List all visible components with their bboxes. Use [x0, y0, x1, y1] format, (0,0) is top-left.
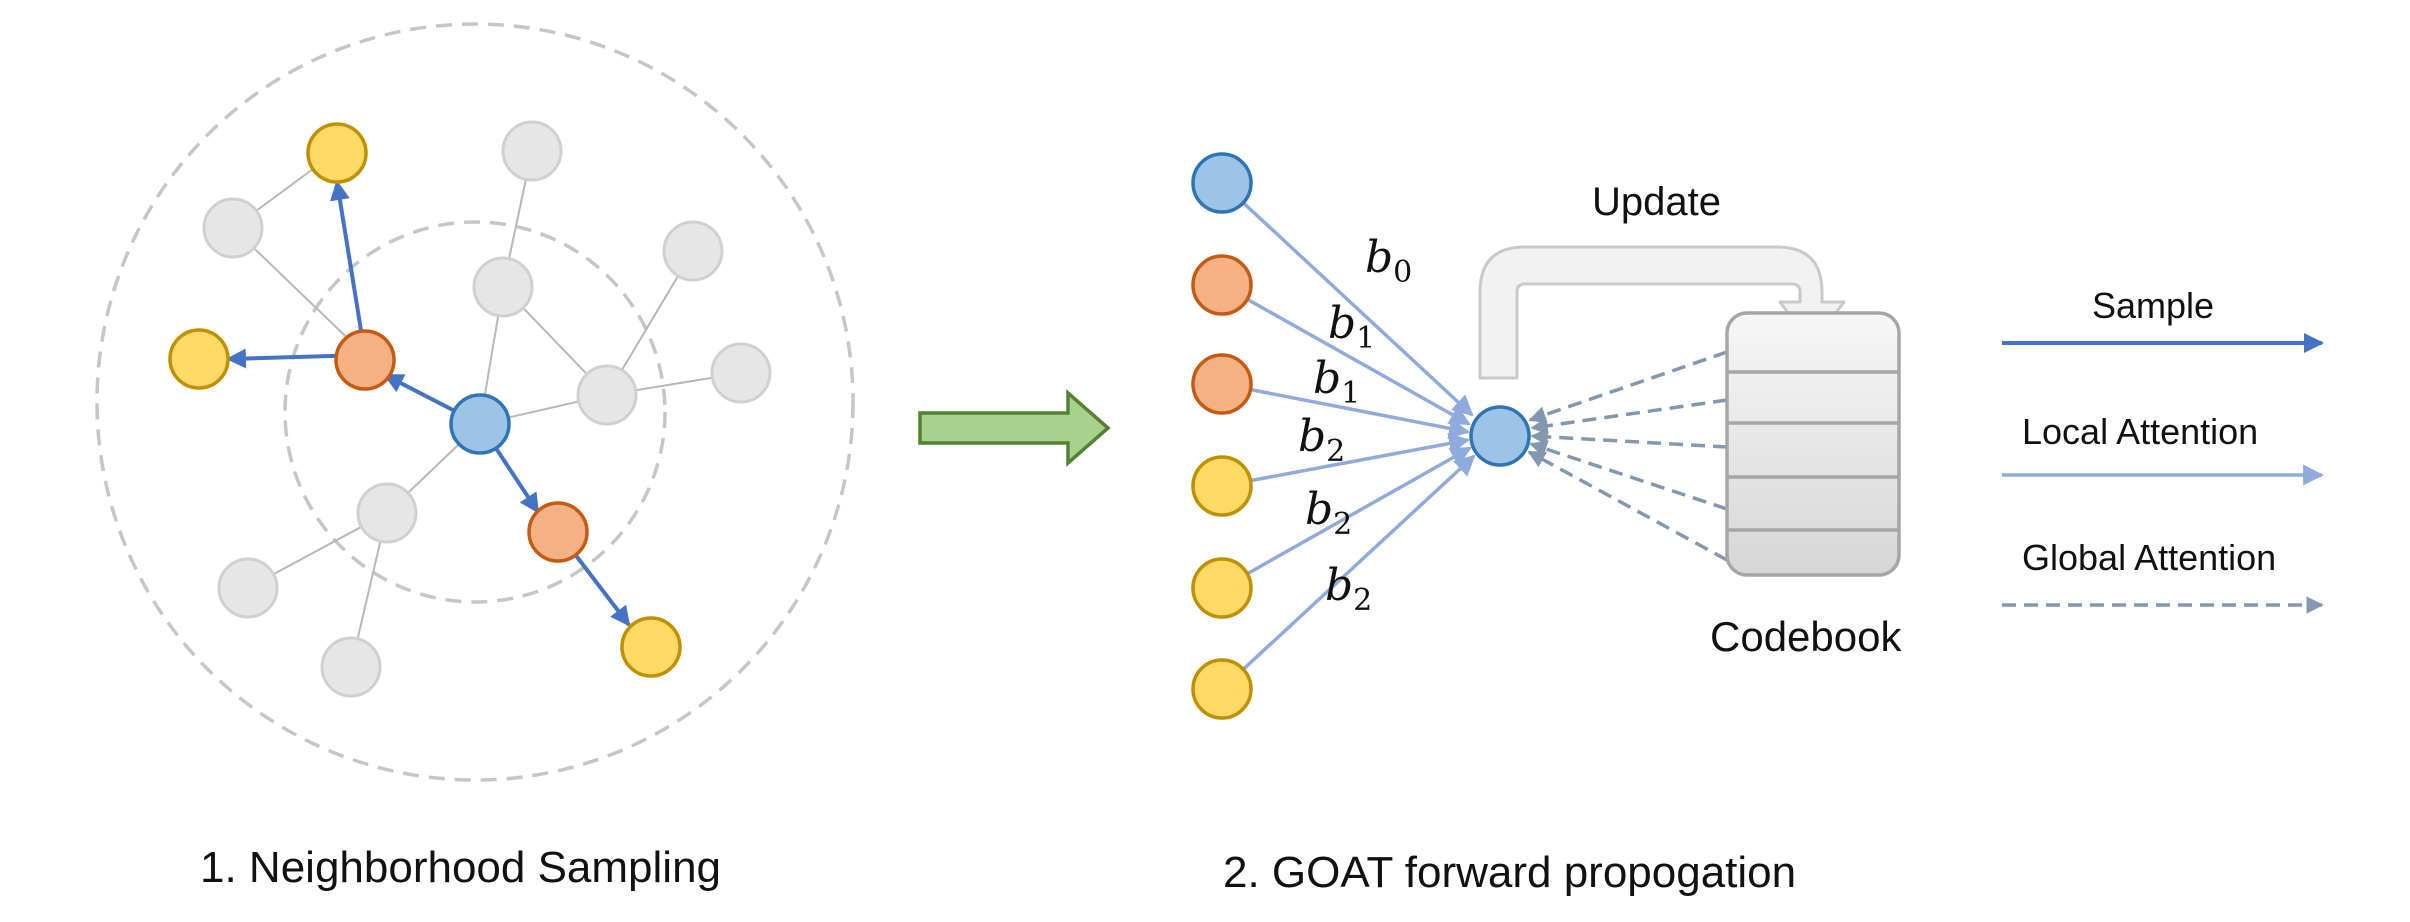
unsampled-node	[217, 557, 279, 619]
hop2-node	[1191, 455, 1253, 517]
global-attention-arrow	[1527, 450, 1728, 562]
neighborhood-sampling-panel: 1. Neighborhood Sampling	[95, 22, 855, 892]
transition-arrow	[918, 389, 1111, 467]
local-attention-arrow	[1220, 454, 1476, 691]
local-attention-arrow	[1220, 181, 1474, 417]
unsampled-node	[662, 220, 724, 282]
center-copy-node	[1191, 152, 1253, 214]
hop2-node	[620, 616, 682, 678]
panel1-caption: 1. Neighborhood Sampling	[200, 843, 721, 892]
hop2-node	[1191, 658, 1253, 720]
one-hop-boundary-circle	[283, 220, 667, 604]
edge-weight-label: b0	[1365, 232, 1412, 290]
center-node	[449, 393, 511, 455]
local-attention-arrow	[1221, 446, 1472, 590]
unsampled-node	[320, 636, 382, 698]
hop1-node	[1191, 254, 1253, 316]
legend-sample-label: Sample	[2092, 285, 2214, 326]
hop1-node	[334, 329, 396, 391]
edge-weight-label: b2	[1325, 560, 1372, 618]
local-attention-arrow	[1221, 283, 1471, 426]
target-node	[1469, 405, 1531, 467]
sample-arrow	[330, 180, 367, 356]
unsampled-node	[202, 197, 264, 259]
update-arrow	[1478, 245, 1846, 380]
unsampled-node	[356, 482, 418, 544]
update-label: Update	[1592, 180, 1721, 224]
unsampled-node	[576, 364, 638, 426]
edge-weight-label: b2	[1305, 484, 1352, 542]
unsampled-node	[710, 342, 772, 404]
local-attention-edges	[1220, 181, 1476, 691]
unsampled-node	[472, 256, 534, 318]
hop2-node	[168, 328, 230, 390]
codebook-label: Codebook	[1710, 613, 1902, 660]
legend-local-attention-label: Local Attention	[2022, 411, 2258, 452]
global-attention-arrow	[1528, 350, 1728, 424]
legend: Sample Local Attention Global Attention	[2002, 285, 2325, 614]
hop2-node	[1191, 557, 1253, 619]
codebook	[1725, 311, 1901, 577]
hop2-node	[306, 122, 368, 184]
codebook-dividers	[1727, 370, 1899, 532]
global-attention-arrow	[1530, 428, 1728, 449]
local-attention-arrow	[1221, 433, 1471, 488]
global-attention-arrow	[1529, 440, 1728, 511]
edge-weight-label: b1	[1328, 298, 1375, 356]
two-hop-boundary-circle	[95, 22, 855, 782]
panel2-caption: 2. GOAT forward propogation	[1223, 848, 1796, 897]
local-attention-arrow	[1221, 382, 1471, 439]
global-attention-arrow	[1530, 398, 1728, 435]
hop1-node	[527, 501, 589, 563]
hop1-node	[1191, 353, 1253, 415]
legend-global-attention-label: Global Attention	[2022, 537, 2276, 578]
global-attention-edges	[1527, 350, 1728, 562]
codebook-body	[1725, 311, 1901, 577]
edge-weight-label: b1	[1313, 353, 1360, 411]
unsampled-node	[501, 120, 563, 182]
edge-weight-label: b2	[1298, 411, 1345, 469]
unsampled-nodes	[202, 120, 772, 698]
goat-forward-panel: b0 b1 b1 b2 b2 b2 Update Codebook 2. GOA…	[1191, 152, 1902, 897]
